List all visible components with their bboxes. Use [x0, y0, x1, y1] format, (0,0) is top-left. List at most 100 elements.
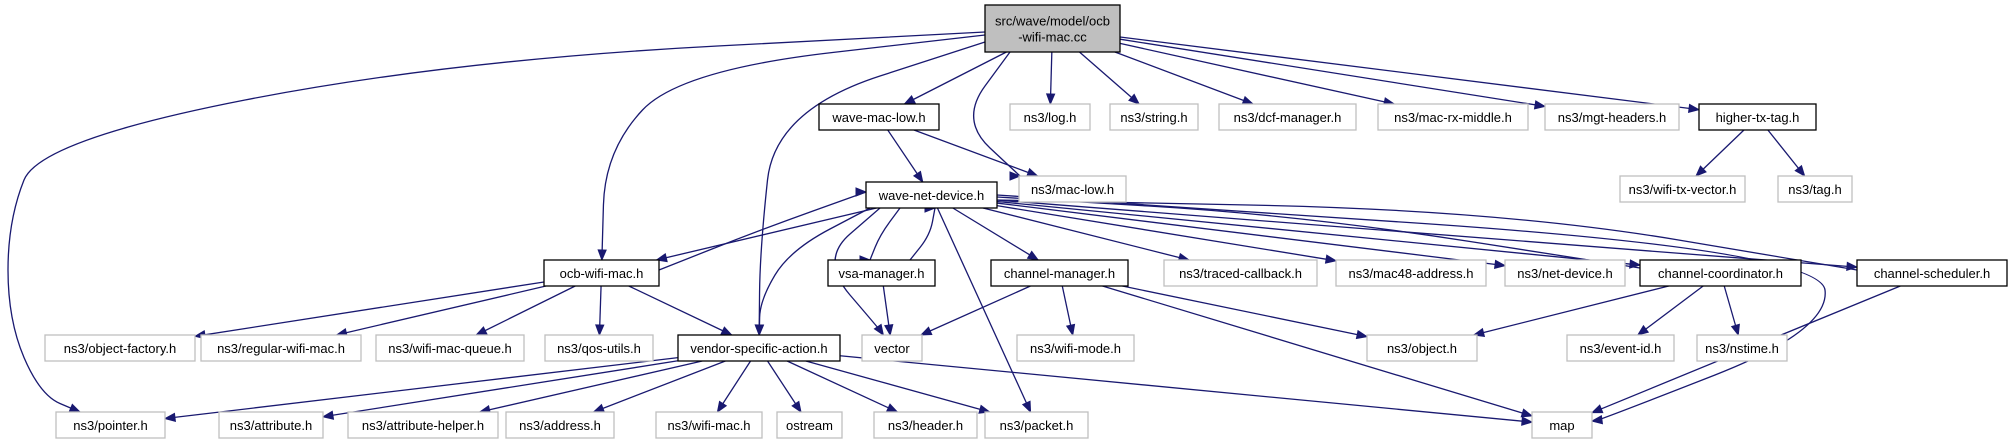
node-label: ns3/mac48-address.h	[1348, 266, 1473, 281]
edge-higher-tx-tag-to-wifi-tx-vector	[1695, 129, 1745, 177]
edge-vendor-specific-action-to-address	[592, 360, 726, 413]
edge-vendor-specific-action-to-pointer	[163, 356, 679, 422]
node-nstime: ns3/nstime.h	[1696, 334, 1788, 362]
edge-main-to-mgt-headers	[1119, 38, 1547, 110]
edge-wave-mac-low-to-mac-low	[913, 129, 1039, 177]
node-channel-coordinator[interactable]: channel-coordinator.h	[1639, 259, 1802, 287]
edge-main-to-mac-low	[972, 51, 1022, 181]
node-tag: ns3/tag.h	[1777, 175, 1853, 203]
node-label: ns3/pointer.h	[73, 418, 147, 433]
node-wave-mac-low[interactable]: wave-mac-low.h	[818, 103, 940, 131]
edge-channel-manager-to-vector	[919, 285, 1031, 336]
node-address: ns3/address.h	[505, 411, 615, 439]
edge-channel-manager-to-object	[1122, 285, 1369, 340]
edge-channel-coordinator-to-nstime	[1723, 285, 1740, 337]
edge-wave-net-device-to-mac48-address	[996, 205, 1338, 264]
node-object: ns3/object.h	[1366, 334, 1478, 362]
node-wifi-tx-vector: ns3/wifi-tx-vector.h	[1619, 175, 1746, 203]
node-label: ns3/mgt-headers.h	[1558, 110, 1666, 125]
node-attribute-helper: ns3/attribute-helper.h	[347, 411, 499, 439]
node-label: wave-net-device.h	[878, 188, 985, 203]
edge-channel-coordinator-to-object	[1472, 285, 1669, 338]
node-mac48-address: ns3/mac48-address.h	[1335, 259, 1487, 287]
edge-main-to-pointer	[7, 31, 986, 413]
graph-nodes: src/wave/model/ocb-wifi-mac.cc wave-mac-l…	[44, 4, 2008, 439]
node-label: ns3/attribute.h	[230, 418, 312, 433]
graph-edges	[7, 31, 1901, 426]
node-string: ns3/string.h	[1109, 103, 1199, 131]
edge-channel-coordinator-to-event-id	[1636, 285, 1704, 336]
node-label: ns3/string.h	[1120, 110, 1187, 125]
edge-vendor-specific-action-to-wifi-mac	[716, 360, 752, 414]
node-label: vsa-manager.h	[839, 266, 925, 281]
node-label: ostream	[786, 418, 833, 433]
node-label: ocb-wifi-mac.h	[560, 266, 644, 281]
node-label: higher-tx-tag.h	[1716, 110, 1800, 125]
node-vendor-specific-action[interactable]: vendor-specific-action.h	[677, 334, 841, 362]
node-label: ns3/packet.h	[1000, 418, 1074, 433]
node-label: ns3/mac-low.h	[1031, 182, 1114, 197]
node-label: ns3/wifi-mac-queue.h	[388, 341, 512, 356]
node-label: ns3/attribute-helper.h	[362, 418, 484, 433]
node-label: -wifi-mac.cc	[1018, 30, 1087, 45]
node-label: ns3/header.h	[888, 418, 963, 433]
node-mac-rx-middle: ns3/mac-rx-middle.h	[1377, 103, 1529, 131]
node-label: channel-manager.h	[1004, 266, 1115, 281]
edge-wave-mac-low-to-wave-net-device	[887, 129, 924, 184]
node-label: ns3/wifi-mac.h	[667, 418, 750, 433]
edge-main-to-dcf-manager	[1114, 51, 1255, 105]
node-label: ns3/qos-utils.h	[557, 341, 641, 356]
edge-wave-net-device-to-vsa-manager	[859, 207, 901, 265]
node-packet: ns3/packet.h	[984, 411, 1089, 439]
node-label: vendor-specific-action.h	[690, 341, 827, 356]
node-wifi-mac-queue: ns3/wifi-mac-queue.h	[375, 334, 525, 362]
edge-channel-manager-to-map	[1102, 285, 1534, 418]
node-log: ns3/log.h	[1009, 103, 1091, 131]
edge-vendor-specific-action-to-ostream	[766, 360, 802, 414]
edge-ocb-wifi-mac-h-to-object-factory	[193, 281, 545, 340]
node-ocb-wifi-mac-h[interactable]: ocb-wifi-mac.h	[543, 259, 660, 287]
edge-wave-net-device-to-net-device	[996, 202, 1507, 270]
node-main: src/wave/model/ocb-wifi-mac.cc	[984, 4, 1121, 53]
node-wave-net-device[interactable]: wave-net-device.h	[865, 181, 998, 209]
node-label: ns3/wifi-tx-vector.h	[1629, 182, 1737, 197]
node-vsa-manager[interactable]: vsa-manager.h	[827, 259, 936, 287]
node-label: ns3/tag.h	[1788, 182, 1842, 197]
edge-vendor-specific-action-to-map	[839, 355, 1534, 426]
node-channel-scheduler[interactable]: channel-scheduler.h	[1856, 259, 2008, 287]
node-label: ns3/event-id.h	[1580, 341, 1662, 356]
node-channel-manager[interactable]: channel-manager.h	[990, 259, 1129, 287]
node-dcf-manager: ns3/dcf-manager.h	[1218, 103, 1357, 131]
node-label: wave-mac-low.h	[831, 110, 925, 125]
edge-vendor-specific-action-to-attribute	[321, 360, 679, 420]
node-label: ns3/nstime.h	[1705, 341, 1779, 356]
node-net-device: ns3/net-device.h	[1504, 259, 1626, 287]
node-mac-low: ns3/mac-low.h	[1018, 175, 1127, 203]
edge-main-to-mac-rx-middle	[1119, 42, 1396, 107]
edge-vsa-manager-to-vector	[882, 285, 894, 337]
edge-main-to-higher-tx-tag	[1119, 36, 1701, 114]
edge-wave-net-device-to-packet	[936, 207, 1032, 414]
edge-higher-tx-tag-to-tag	[1767, 129, 1806, 178]
node-label: ns3/address.h	[519, 418, 601, 433]
node-event-id: ns3/event-id.h	[1566, 334, 1675, 362]
node-traced-callback: ns3/traced-callback.h	[1163, 259, 1318, 287]
edge-ocb-wifi-mac-h-to-wave-net-device	[658, 187, 868, 271]
edge-main-to-string	[1079, 51, 1141, 105]
node-qos-utils: ns3/qos-utils.h	[544, 334, 654, 362]
node-map: map	[1531, 411, 1593, 439]
node-label: channel-coordinator.h	[1658, 266, 1783, 281]
edge-wave-net-device-to-channel-manager	[952, 207, 1040, 261]
node-mgt-headers: ns3/mgt-headers.h	[1544, 103, 1680, 131]
node-wifi-mode: ns3/wifi-mode.h	[1016, 334, 1135, 362]
node-label: ns3/traced-callback.h	[1179, 266, 1302, 281]
edge-channel-manager-to-wifi-mode	[1061, 285, 1076, 337]
node-label: ns3/object.h	[1387, 341, 1457, 356]
node-label: ns3/wifi-mode.h	[1030, 341, 1121, 356]
node-higher-tx-tag[interactable]: higher-tx-tag.h	[1698, 103, 1817, 131]
edge-ocb-wifi-mac-h-to-wifi-mac-queue	[475, 285, 576, 336]
node-label: map	[1549, 418, 1574, 433]
node-label: channel-scheduler.h	[1874, 266, 1990, 281]
edge-ocb-wifi-mac-h-to-vendor-specific-action	[628, 285, 733, 336]
